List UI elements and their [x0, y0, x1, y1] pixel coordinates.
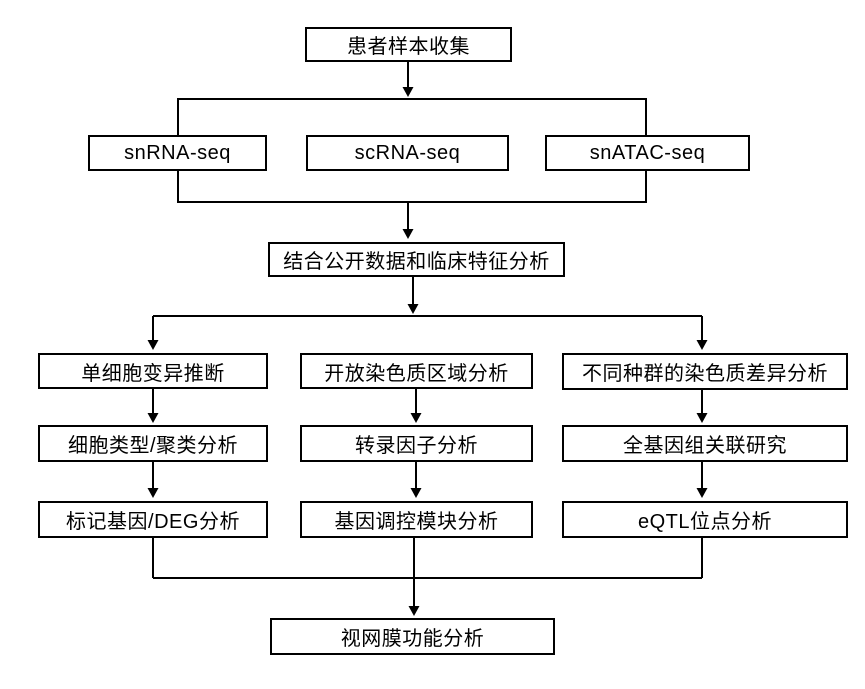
node-label: scRNA-seq	[354, 141, 461, 164]
node-label: 细胞类型/聚类分析	[67, 435, 239, 457]
arrow-col2-b-c	[410, 462, 422, 498]
arrow-col3-a-b	[696, 390, 708, 423]
split-bar	[147, 315, 708, 350]
node-label: snRNA-seq	[124, 141, 231, 164]
arrow-col1-a-b	[147, 389, 159, 423]
arrow-combined-to-split	[407, 277, 419, 314]
node-snrna-seq: snRNA-seq	[88, 135, 267, 171]
arrow-col2-a-b	[410, 389, 422, 423]
node-genome-wide-association-study: 全基因组关联研究	[562, 425, 848, 462]
node-label: 不同种群的染色质差异分析	[582, 363, 828, 385]
node-combined-public-clinical-analysis: 结合公开数据和临床特征分析	[268, 242, 565, 277]
node-scrna-seq: scRNA-seq	[306, 135, 509, 171]
node-gene-regulatory-module-analysis: 基因调控模块分析	[300, 501, 533, 538]
node-cell-type-clustering-analysis: 细胞类型/聚类分析	[38, 425, 268, 462]
node-label: 开放染色质区域分析	[324, 362, 509, 385]
node-label: snATAC-seq	[589, 141, 706, 164]
node-label: 视网膜功能分析	[340, 628, 485, 650]
arrow-col1-b-c	[147, 462, 159, 498]
node-single-cell-variant-inference: 单细胞变异推断	[38, 353, 268, 389]
node-label: eQTL位点分析	[637, 511, 773, 533]
merge-bar	[152, 538, 703, 616]
node-chromatin-difference-between-populations: 不同种群的染色质差异分析	[562, 353, 848, 390]
node-label: 基因调控模块分析	[334, 511, 499, 533]
node-label: 患者样本收集	[347, 36, 470, 58]
node-retina-function-analysis: 视网膜功能分析	[270, 618, 555, 655]
node-snatac-seq: snATAC-seq	[545, 135, 750, 171]
node-label: 单细胞变异推断	[81, 362, 225, 385]
arrow-patient-to-seqgroup	[402, 62, 414, 97]
node-marker-gene-deg-analysis: 标记基因/DEG分析	[38, 501, 268, 538]
node-label: 结合公开数据和临床特征分析	[283, 251, 550, 273]
node-open-chromatin-region-analysis: 开放染色质区域分析	[300, 353, 533, 389]
arrow-col3-b-c	[696, 462, 708, 498]
node-patient-sample-collection: 患者样本收集	[305, 27, 512, 62]
node-label: 转录因子分析	[355, 435, 478, 457]
node-label: 标记基因/DEG分析	[66, 511, 240, 533]
node-eqtl-locus-analysis: eQTL位点分析	[562, 501, 848, 538]
node-transcription-factor-analysis: 转录因子分析	[300, 425, 533, 462]
node-label: 全基因组关联研究	[623, 435, 787, 457]
arrow-seqgroup-to-combined	[402, 203, 414, 239]
